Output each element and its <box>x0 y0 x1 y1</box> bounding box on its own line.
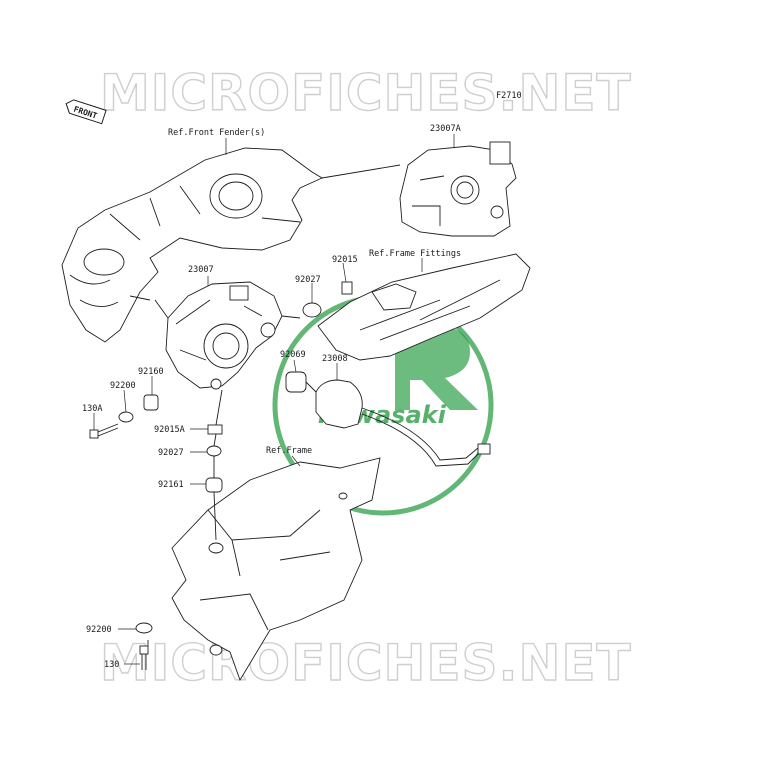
ref-frame-fittings-label: Ref.Frame Fittings <box>369 249 461 259</box>
front-fender-part <box>61 147 323 343</box>
grommet-92069-part <box>285 371 307 393</box>
part-label-130A: 130A <box>82 404 102 414</box>
frame-part <box>171 457 381 682</box>
washer-92200-upper-part <box>118 411 134 423</box>
headlight-23007-part <box>165 281 283 390</box>
part-label-23008: 23008 <box>322 354 348 364</box>
nut-92015A-part <box>207 424 223 435</box>
hardware-small-parts <box>89 394 223 670</box>
ref-frame-label: Ref.Frame <box>266 446 312 456</box>
socket-23008-part <box>315 379 491 467</box>
part-label-92200-lower: 92200 <box>86 625 112 635</box>
bolt-130A-part <box>89 423 119 439</box>
part-label-92160: 92160 <box>138 367 164 377</box>
part-label-92161: 92161 <box>158 480 184 490</box>
watermark-bottom: MICROFICHES.NET <box>100 634 632 692</box>
collar-92027-mid-part <box>206 445 222 457</box>
part-label-23007: 23007 <box>188 265 214 275</box>
part-label-23007A: 23007A <box>430 124 461 134</box>
part-label-130: 130 <box>104 660 119 670</box>
damper-92160-part <box>143 394 159 411</box>
washer-92200-lower-part <box>135 622 153 634</box>
part-label-92200-upper: 92200 <box>110 381 136 391</box>
front-arrow-tag: FRONT <box>65 99 107 125</box>
part-label-92027-top: 92027 <box>295 275 321 285</box>
bolt-130-part <box>139 645 149 670</box>
grommet-92161-part <box>205 477 223 493</box>
leader-lines <box>93 134 455 665</box>
figure-code: F2710 <box>496 91 522 101</box>
part-label-92027-mid: 92027 <box>158 448 184 458</box>
part-label-92069: 92069 <box>280 350 306 360</box>
part-label-92015A: 92015A <box>154 425 185 435</box>
ref-front-fender-label: Ref.Front Fender(s) <box>168 128 265 138</box>
part-label-92015-top: 92015 <box>332 255 358 265</box>
watermark-top: MICROFICHES.NET <box>100 64 632 122</box>
headlight-23007A-part <box>399 141 517 237</box>
frame-fittings-part <box>302 253 531 361</box>
